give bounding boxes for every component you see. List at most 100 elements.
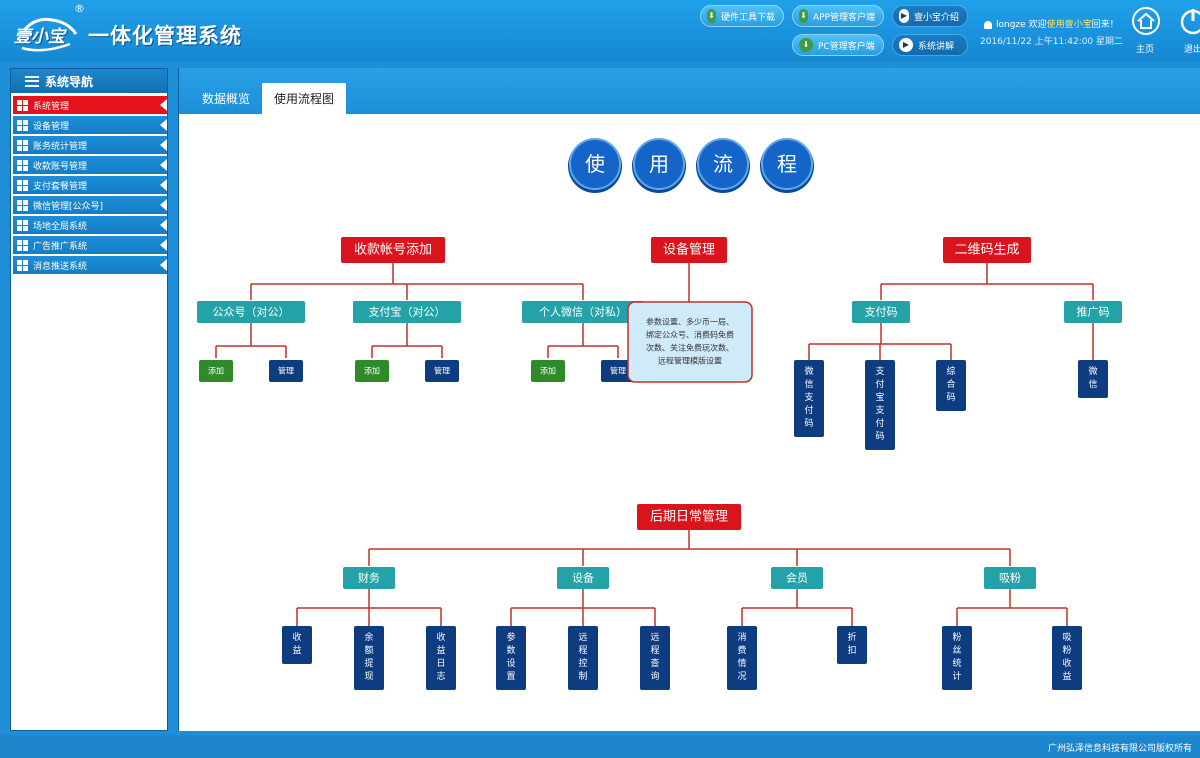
play-icon: ▶ (899, 38, 913, 52)
account-group-label: 公众号（对公） (213, 305, 290, 319)
pc-client-download-button[interactable]: ⬇ PC管理客户端 (792, 34, 884, 56)
app-title: 一体化管理系统 (88, 24, 242, 48)
welcome-highlight: 使用壹小宝 (1046, 20, 1092, 30)
pay-code-child-char: 付 (875, 418, 884, 429)
sidebar-item-label: 消息推送系统 (33, 261, 88, 272)
grid-icon (17, 139, 28, 151)
daily-child-char: 费 (737, 644, 746, 656)
button-label: 壹小宝介绍 (913, 12, 959, 23)
grid-icon (17, 239, 28, 251)
promo-code-label: 推广码 (1077, 305, 1110, 319)
daily-child-char: 置 (506, 671, 515, 682)
daily-child-char: 折 (847, 631, 856, 643)
caret-left-icon (160, 239, 167, 251)
sidebar-item-9[interactable]: 消息推送系统 (13, 256, 167, 274)
sidebar-item-7[interactable]: 场地全局系统 (13, 216, 167, 234)
daily-child-char: 数 (506, 644, 515, 656)
account-group-box (197, 301, 305, 323)
usage-flowchart: 使用流程收款帐号添加公众号（对公）添加管理支付宝（对公）添加管理个人微信（对私）… (197, 138, 1122, 690)
sidebar-item-5[interactable]: 支付套餐管理 (13, 176, 167, 194)
device-desc-line: 参数设置、多少币一局、 (646, 317, 734, 327)
daily-child-char: 况 (737, 671, 746, 682)
sidebar-item-6[interactable]: 微信管理[公众号] (13, 196, 167, 214)
button-label: PC管理客户端 (818, 41, 875, 52)
qr-title-label: 二维码生成 (954, 243, 1019, 258)
logout-label[interactable]: 退出 (1184, 45, 1200, 55)
title-circle (761, 138, 813, 190)
sidebar-item-1[interactable]: 系统管理 (13, 96, 167, 114)
device-desc-line: 远程管理模版设置 (658, 356, 722, 366)
tab-usage-flowchart[interactable]: 使用流程图 (262, 83, 346, 114)
daily-child-char: 查 (650, 657, 659, 669)
add-button-box (355, 360, 389, 382)
pay-code-child-box (865, 360, 895, 450)
home-label[interactable]: 主页 (1136, 45, 1155, 55)
daily-child-char: 消 (737, 631, 746, 643)
caret-left-icon (160, 99, 167, 111)
sidebar-item-label: 支付套餐管理 (33, 181, 88, 192)
app-client-download-button[interactable]: ⬇ APP管理客户端 (792, 5, 884, 27)
button-label: 系统讲解 (918, 41, 955, 52)
logo-text: 壹小宝 (14, 27, 65, 47)
device-desc-box (627, 301, 753, 383)
tab-data-overview[interactable]: 数据概览 (201, 92, 250, 106)
daily-child-box (282, 626, 312, 664)
manage-button-box (425, 360, 459, 382)
daily-child-char: 远 (578, 632, 587, 643)
daily-child-char: 情 (737, 657, 746, 669)
download-icon: ⬇ (799, 38, 813, 52)
daily-child-char: 丝 (952, 644, 961, 656)
pay-code-child-box (936, 360, 966, 411)
daily-child-char: 询 (650, 670, 659, 682)
promo-code-child-char: 微 (1088, 365, 1097, 377)
pay-code-child-char: 宝 (875, 391, 884, 403)
hardware-tool-download-button[interactable]: ⬇ 硬件工具下载 (700, 5, 784, 27)
footer: 广州弘泽信息科技有限公司版权所有 (0, 735, 1200, 758)
welcome-suffix: 回来！ (1091, 20, 1119, 30)
home-icon[interactable] (1131, 6, 1161, 36)
daily-title-box (637, 504, 741, 530)
logout-icon[interactable] (1178, 6, 1200, 36)
title-char: 程 (777, 152, 797, 176)
daily-title-label: 后期日常管理 (650, 510, 728, 525)
app-header: 壹小宝 ® 一体化管理系统 ⬇ 硬件工具下载 ⬇ APP管理客户端 ▶ 壹小宝介… (0, 0, 1200, 62)
sidebar-item-label: 设备管理 (33, 121, 70, 132)
user-name: longze (996, 20, 1026, 30)
daily-child-char: 设 (506, 658, 515, 669)
pay-code-child-char: 码 (875, 431, 884, 442)
pay-code-child-char: 合 (946, 378, 955, 390)
daily-child-char: 远 (650, 632, 659, 643)
daily-child-char: 粉 (1062, 644, 1071, 656)
daily-child-char: 益 (436, 644, 445, 656)
promo-code-box (1064, 301, 1122, 323)
registered-mark: ® (74, 2, 85, 15)
add-button-label: 添加 (540, 366, 556, 376)
user-welcome: longze 欢迎使用壹小宝回来！ (984, 17, 1119, 30)
add-button-box (531, 360, 565, 382)
user-icon (984, 20, 992, 29)
sidebar-item-label: 账务统计管理 (33, 141, 88, 152)
download-icon: ⬇ (799, 9, 808, 23)
caret-left-icon (160, 139, 167, 151)
manage-button-label: 管理 (610, 366, 626, 376)
daily-child-char: 益 (292, 644, 301, 656)
sidebar-item-label: 广告推广系统 (33, 241, 88, 252)
intro-video-button[interactable]: ▶ 壹小宝介绍 (892, 5, 968, 27)
grid-icon (17, 99, 28, 111)
daily-child-box (426, 626, 456, 690)
add-button-label: 添加 (208, 366, 224, 376)
pay-code-child-box (794, 360, 824, 437)
manage-button-label: 管理 (434, 366, 450, 376)
sidebar-item-2[interactable]: 设备管理 (13, 116, 167, 134)
sidebar-item-3[interactable]: 账务统计管理 (13, 136, 167, 154)
caret-left-icon (160, 219, 167, 231)
title-char: 流 (713, 152, 733, 176)
sidebar-item-8[interactable]: 广告推广系统 (13, 236, 167, 254)
pay-code-child-char: 支 (875, 365, 884, 377)
sidebar-item-4[interactable]: 收款账号管理 (13, 156, 167, 174)
pay-code-child-char: 支 (804, 391, 813, 403)
system-tutorial-button[interactable]: ▶ 系统讲解 (892, 34, 968, 56)
button-label: 硬件工具下载 (720, 12, 775, 23)
grid-icon (17, 219, 28, 231)
daily-child-char: 程 (578, 645, 587, 656)
